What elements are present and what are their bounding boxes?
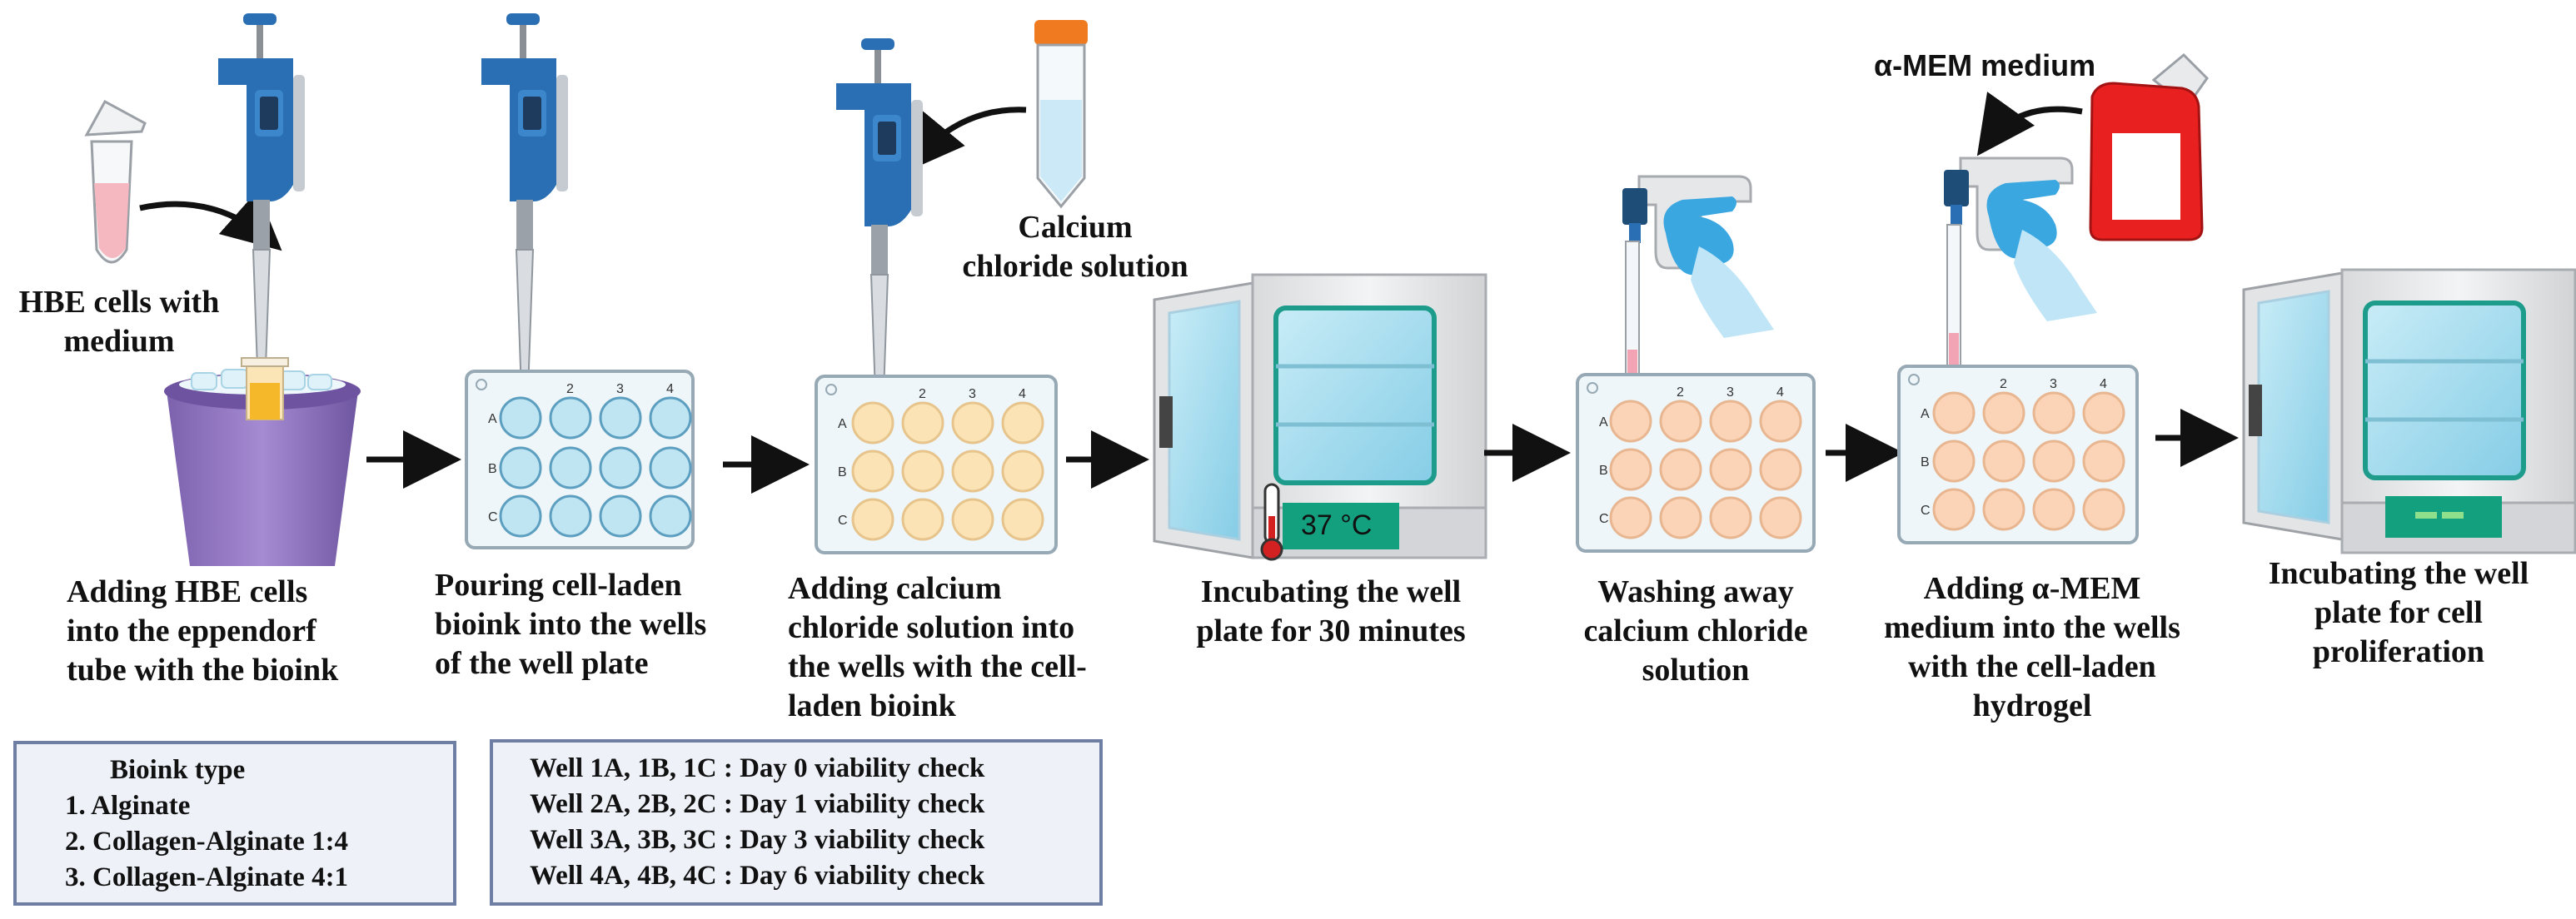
label-alpha-mem: α-MEM medium bbox=[1874, 48, 2096, 82]
plate-col-label: 4 bbox=[1776, 385, 1784, 400]
thermometer-icon bbox=[1260, 483, 1283, 561]
plate-col-label: 4 bbox=[2100, 377, 2107, 391]
step-5-caption: Washing away calcium chloride solution bbox=[1583, 574, 1808, 688]
incubator-temperature: 37 °C bbox=[1301, 509, 1372, 541]
well-plate-peach bbox=[1576, 373, 1816, 553]
plate-col-label: 2 bbox=[1677, 385, 1684, 400]
step-7-caption: Incubating the well plate for cell proli… bbox=[2268, 556, 2529, 669]
plate-row-label: C bbox=[1599, 512, 1609, 526]
incubator-icon bbox=[1153, 275, 1486, 561]
step-2-caption: Pouring cell-laden bioink into the wells… bbox=[435, 568, 707, 681]
well-schedule-line: Well 1A, 1B, 1C : Day 0 viability check bbox=[530, 753, 985, 783]
well-plate-blue bbox=[465, 370, 695, 549]
plate-row-label: A bbox=[488, 412, 497, 426]
micropipette-icon bbox=[481, 12, 569, 404]
well-plate-peach bbox=[1897, 365, 2139, 544]
eppendorf-tube-icon bbox=[84, 99, 147, 264]
step-6-caption: Adding α-MEM medium into the wells with … bbox=[1884, 571, 2180, 723]
plate-col-label: 3 bbox=[1726, 385, 1734, 400]
plate-col-label: 4 bbox=[666, 382, 674, 396]
plate-row-label: B bbox=[838, 465, 847, 479]
bioink-item: 2. Collagen-Alginate 1:4 bbox=[65, 827, 349, 857]
plate-row-label: B bbox=[1921, 455, 1930, 469]
culture-flask-icon bbox=[2089, 52, 2209, 241]
label-hbe-cells: HBE cells with medium bbox=[18, 285, 220, 359]
incubator-icon bbox=[2242, 270, 2575, 553]
well-plate-cream bbox=[815, 375, 1058, 554]
step-3-caption: Adding calcium chloride solution into th… bbox=[788, 571, 1087, 723]
plate-col-label: 2 bbox=[566, 382, 574, 396]
well-schedule-box: Well 1A, 1B, 1C : Day 0 viability check … bbox=[490, 739, 1103, 906]
plate-col-label: 2 bbox=[2000, 377, 2007, 391]
bioink-box-title: Bioink type bbox=[110, 755, 246, 785]
plate-row-label: A bbox=[1599, 415, 1608, 430]
plate-col-label: 3 bbox=[2050, 377, 2057, 391]
plate-col-label: 3 bbox=[969, 387, 976, 401]
well-schedule-line: Well 3A, 3B, 3C : Day 3 viability check bbox=[530, 825, 985, 855]
step-4-caption: Incubating the well plate for 30 minutes bbox=[1196, 574, 1466, 648]
plate-row-label: C bbox=[1921, 504, 1931, 518]
bioink-item: 3. Collagen-Alginate 4:1 bbox=[65, 862, 349, 892]
plate-row-label: A bbox=[1921, 407, 1930, 421]
plate-row-label: C bbox=[838, 514, 848, 528]
bioink-type-box: Bioink type 1. Alginate 2. Collagen-Algi… bbox=[13, 741, 456, 906]
label-calcium-chloride: Calcium chloride solution bbox=[962, 210, 1188, 284]
plate-labels: 2 3 4 A B C 2 3 4 A B C 2 3 4 A B C 2 3 … bbox=[488, 377, 2107, 528]
well-schedule-line: Well 2A, 2B, 2C : Day 1 viability check bbox=[530, 789, 985, 819]
gloved-hand-icon bbox=[1663, 196, 1774, 338]
gloved-hand-icon bbox=[1986, 180, 2097, 321]
plate-row-label: C bbox=[488, 510, 498, 524]
plate-col-label: 2 bbox=[919, 387, 926, 401]
step-1-caption: Adding HBE cells into the eppendorf tube… bbox=[67, 574, 339, 688]
micropipette-icon bbox=[835, 37, 924, 417]
ice-bucket-icon bbox=[164, 357, 361, 566]
bioink-item: 1. Alginate bbox=[65, 791, 191, 821]
plate-row-label: B bbox=[488, 462, 497, 476]
plate-col-label: 3 bbox=[616, 382, 624, 396]
well-schedule-line: Well 4A, 4B, 4C : Day 6 viability check bbox=[530, 861, 985, 891]
falcon-tube-icon bbox=[1034, 20, 1088, 209]
plate-col-label: 4 bbox=[1019, 387, 1026, 401]
plate-row-label: A bbox=[838, 417, 847, 431]
plate-row-label: B bbox=[1599, 464, 1608, 478]
